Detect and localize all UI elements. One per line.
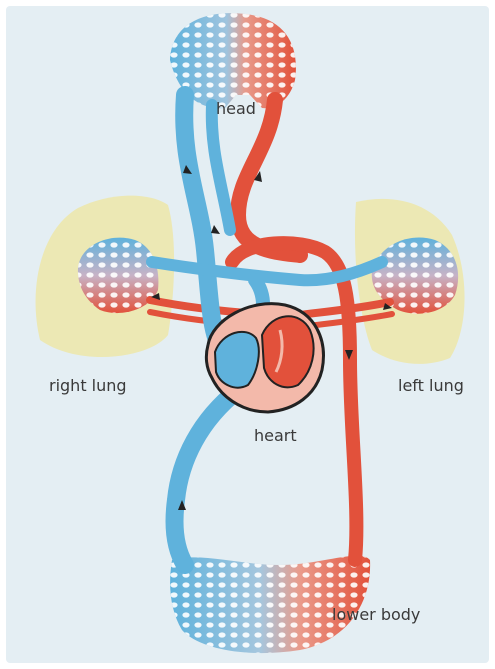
heart-shape (206, 304, 323, 412)
heart-label: heart (254, 426, 297, 445)
right-lung-label: right lung (49, 376, 127, 395)
left-lung-label: left lung (398, 376, 464, 395)
lower-body-label: lower body (332, 605, 420, 624)
head-label: head (216, 99, 256, 118)
